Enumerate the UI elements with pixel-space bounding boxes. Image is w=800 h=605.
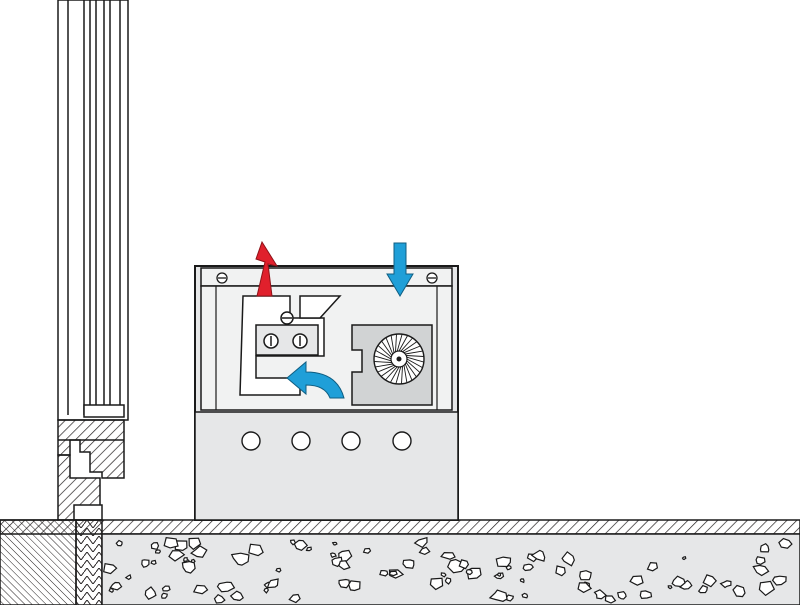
aggregate-stone — [150, 559, 157, 566]
aggregate-stone — [429, 577, 444, 591]
aggregate-stone — [440, 551, 456, 560]
aggregate-stone — [150, 541, 160, 550]
aggregate-stone — [577, 582, 593, 594]
aggregate-stone — [418, 546, 431, 556]
window-frame — [57, 0, 129, 421]
aggregate-stone — [444, 577, 452, 585]
aggregate-stone — [362, 547, 372, 554]
lower-compartment — [194, 411, 459, 521]
aggregate-stone — [495, 556, 512, 568]
aggregate-stone — [561, 551, 575, 567]
aggregate-stone — [115, 539, 123, 547]
aggregate-stone — [338, 560, 351, 571]
aggregate-stone — [154, 549, 161, 554]
aggregate-stone — [616, 590, 627, 600]
aggregate-stone — [697, 584, 708, 594]
aggregate-stone — [646, 561, 659, 572]
aggregate-stone — [275, 567, 282, 573]
heat-exchanger — [239, 295, 342, 396]
grille-top — [200, 267, 453, 287]
aggregate-stone — [168, 550, 186, 562]
aggregate-stone — [752, 564, 770, 577]
aggregate-stone — [230, 552, 250, 566]
aggregate-stone — [671, 575, 686, 588]
aggregate-stone — [629, 575, 644, 586]
floor-covering — [0, 519, 800, 535]
aggregate-stone — [379, 569, 389, 577]
aggregate-stone — [192, 584, 209, 595]
aggregate-stone — [530, 549, 546, 562]
aggregate-stone — [555, 565, 566, 577]
aggregate-stone — [519, 578, 525, 584]
arrow-down-icon — [386, 242, 414, 297]
aggregate-stone — [388, 570, 398, 577]
aggregate-stone — [488, 589, 508, 602]
aggregate-stone — [604, 595, 617, 604]
aggregate-stone — [778, 537, 793, 549]
aggregate-stone — [108, 588, 114, 594]
aggregate-stone — [639, 590, 653, 600]
aggregate-stone — [216, 581, 236, 593]
aggregate-stone — [144, 586, 157, 600]
aggregate-stone — [190, 545, 208, 558]
aggregate-stone — [248, 543, 264, 557]
aggregate-stone — [732, 584, 746, 598]
aggregate-stone — [496, 572, 502, 577]
aggregate-stone — [465, 569, 473, 576]
aggregate-stone — [593, 589, 608, 600]
floor-screed — [101, 533, 800, 605]
aggregate-stone — [771, 575, 787, 586]
aggregate-stone — [160, 592, 168, 599]
aggregate-stone — [402, 559, 415, 569]
aggregate-stone — [667, 585, 673, 590]
aggregate-stone — [161, 585, 171, 592]
aggregate-stone — [329, 552, 337, 559]
window-sill-profile — [57, 419, 125, 521]
aggregate-stone — [413, 536, 428, 549]
aggregate-stone — [124, 574, 132, 581]
aggregate-stone — [305, 546, 312, 552]
aggregate-stone — [288, 593, 301, 604]
aggregate-stone — [681, 555, 687, 561]
aggregate-stone — [163, 537, 179, 549]
aggregate-stone — [521, 592, 529, 599]
aggregate-stone — [579, 570, 592, 581]
aggregate-stone — [109, 581, 123, 591]
aggregate-stone — [331, 541, 338, 546]
mounting-holes — [241, 431, 412, 451]
aggregate-stone — [266, 578, 279, 589]
aggregate-stone — [183, 557, 188, 562]
aggregate-stone — [229, 590, 244, 602]
aggregate-stone — [702, 574, 718, 588]
screw-icon — [216, 272, 438, 284]
aggregate-stone — [458, 559, 470, 570]
aggregate-stone — [103, 563, 118, 575]
aggregate-stone — [348, 580, 361, 592]
aggregate-stone — [181, 560, 196, 574]
aggregate-stone — [440, 572, 447, 578]
arrow-up-icon — [255, 240, 279, 297]
aggregate-stone — [213, 593, 226, 604]
curved-arrow-icon — [286, 360, 345, 399]
aggregate-stone — [522, 563, 534, 572]
aggregate-stone — [263, 587, 269, 594]
aggregate-stone — [759, 542, 770, 553]
fan-icon — [373, 333, 425, 385]
aggregate-stone — [338, 578, 351, 589]
aggregate-stone — [755, 556, 766, 565]
aggregate-stone — [758, 580, 776, 597]
aggregate-stone — [188, 537, 202, 551]
aggregate-stone — [141, 559, 150, 568]
aggregate-stone — [719, 580, 732, 589]
aggregate-stone — [289, 539, 297, 546]
